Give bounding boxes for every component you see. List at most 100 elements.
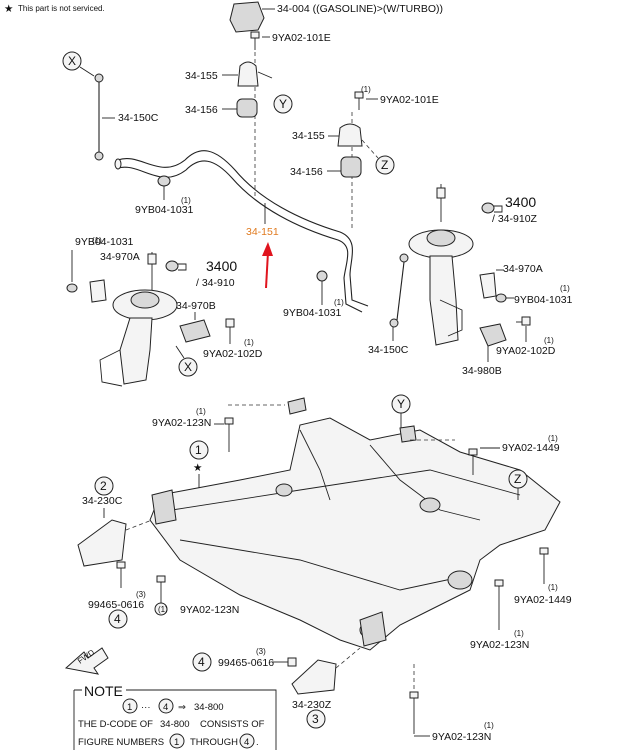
label-34-970a-a[interactable]: 34-970A <box>100 251 140 263</box>
label-9yb04-c[interactable]: 9YB04-1031 <box>514 294 573 306</box>
label-9ya02-123n-d-qty[interactable]: (1) <box>484 721 494 730</box>
note-target: 34-800 <box>194 702 224 713</box>
legend-text: This part is not serviced. <box>18 4 105 13</box>
label-9ya02-1449-b-qty[interactable]: (1) <box>548 583 558 592</box>
label-34-970b[interactable]: 34-970B <box>176 300 216 312</box>
label-9ya02-102d-b-qty[interactable]: (1) <box>544 336 554 345</box>
bracket-34-155-b[interactable] <box>337 123 363 147</box>
callout-x-mid <box>178 357 198 377</box>
label-34-156-b[interactable]: 34-156 <box>290 166 323 178</box>
bolt-9ya02-123n-c[interactable] <box>494 579 504 587</box>
bolt-9ya02-1449-b[interactable] <box>539 547 549 555</box>
label-9ya02-123n-d[interactable]: 9YA02-123N <box>432 731 491 743</box>
icon-3400-b <box>165 260 179 272</box>
strut-left-body[interactable] <box>119 317 153 385</box>
label-9ya02-101e-a[interactable]: 9YA02-101E <box>272 32 331 44</box>
label-9yb04-b-qty[interactable]: (1) <box>334 298 344 307</box>
label-99465-a-qty[interactable]: (3) <box>136 590 146 599</box>
label-34-155-b[interactable]: 34-155 <box>292 130 325 142</box>
label-34-150c-a[interactable]: 34-150C <box>118 112 159 124</box>
nut-9yb04-b[interactable] <box>316 270 328 282</box>
label-9ya02-101e-b[interactable]: 9YA02-101E <box>380 94 439 106</box>
note-line3b: THROUGH <box>190 737 238 748</box>
label-34-910z[interactable]: / 34-910Z <box>492 213 538 225</box>
label-9ya02-1449-a-qty[interactable]: (1) <box>548 434 558 443</box>
callout-y-mid-text: Y <box>397 397 405 411</box>
label-34-230z[interactable]: 34-230Z <box>292 699 332 711</box>
bolt-99465-a[interactable] <box>116 561 126 569</box>
callout-3-small-text: (1) <box>158 605 168 614</box>
label-34-156-a[interactable]: 34-156 <box>185 104 218 116</box>
label-34-980b[interactable]: 34-980B <box>462 365 502 377</box>
label-34-150c-b[interactable]: 34-150C <box>368 344 409 356</box>
callout-x-top-text: X <box>68 54 76 68</box>
nut-9yb04-d[interactable] <box>66 283 78 293</box>
cover-34-970b[interactable] <box>179 319 211 343</box>
link-nut-top[interactable] <box>94 73 104 83</box>
label-9ya02-123n-a-qty[interactable]: (1) <box>196 407 206 416</box>
label-34-230c[interactable]: 34-230C <box>82 495 123 507</box>
label-99465-b[interactable]: 99465-0616 <box>218 657 274 669</box>
stabilizer-bar-outer[interactable] <box>117 150 369 307</box>
note-c4: 4 <box>163 702 168 713</box>
label-9yb04-c-qty[interactable]: (1) <box>560 284 570 293</box>
note-range: ··· <box>141 702 151 713</box>
cover-34-980b[interactable] <box>479 323 507 347</box>
bracket-34-155-a[interactable] <box>237 61 259 87</box>
stabilizer-bar-inner <box>117 160 363 313</box>
label-9ya02-123n-c[interactable]: 9YA02-123N <box>470 639 529 651</box>
callout-y-top <box>273 94 293 114</box>
label-3400-b[interactable]: 3400 <box>206 258 237 274</box>
label-9ya02-102d-a[interactable]: 9YA02-102D <box>203 348 263 360</box>
nut-9yb04-a[interactable] <box>157 175 171 187</box>
front-crossmember[interactable] <box>149 417 561 651</box>
bolt-9ya02-1449-a[interactable] <box>468 448 478 456</box>
legend-star: ★ <box>4 3 14 15</box>
bushing-34-156-b[interactable] <box>340 156 362 178</box>
stabilizer-link-right[interactable] <box>396 261 405 321</box>
strut-right-body[interactable] <box>429 255 459 346</box>
note-line3a: FIGURE NUMBERS <box>78 737 164 748</box>
label-34-970a-b[interactable]: 34-970A <box>503 263 543 275</box>
cover-34-004[interactable] <box>229 1 265 33</box>
label-9ya02-123n-b[interactable]: 9YA02-123N <box>180 604 239 616</box>
callout-4a <box>108 609 128 629</box>
label-9ya02-1449-a[interactable]: 9YA02-1449 <box>502 442 560 454</box>
bushing-34-156-a[interactable] <box>236 98 258 118</box>
bolt-9ya02-101e-top[interactable] <box>250 31 260 39</box>
label-9ya02-123n-a[interactable]: 9YA02-123N <box>152 417 211 429</box>
label-99465-b-qty[interactable]: (3) <box>256 647 266 656</box>
label-9yb04-d[interactable]: 9YB04-1031 <box>75 236 134 248</box>
callout-3-bottom <box>306 709 326 729</box>
label-34-151[interactable]: 34-151 <box>246 226 279 238</box>
label-34-910[interactable]: / 34-910 <box>196 277 235 289</box>
label-9ya02-102d-a-qty[interactable]: (1) <box>244 338 254 347</box>
bolt-99465-b[interactable] <box>287 657 297 667</box>
callout-1-text: 1 <box>195 443 202 457</box>
bolt-9ya02-123n-a[interactable] <box>224 417 234 425</box>
bracket-34-970a-a[interactable] <box>89 279 107 303</box>
bracket-34-230z[interactable] <box>291 659 337 695</box>
bracket-34-230c[interactable] <box>77 519 127 567</box>
label-9yb04-a-qty[interactable]: (1) <box>181 196 191 205</box>
link-nut-bottom[interactable] <box>94 151 104 161</box>
label-99465-a[interactable]: 99465-0616 <box>88 599 144 611</box>
label-9yb04-a[interactable]: 9YB04-1031 <box>135 204 194 216</box>
bracket-34-970a-b[interactable] <box>479 272 497 299</box>
note-box <box>73 689 277 750</box>
callout-3-bottom-text: 3 <box>312 712 319 726</box>
label-9ya02-123n-c-qty[interactable]: (1) <box>514 629 524 638</box>
label-9ya02-102d-b[interactable]: 9YA02-102D <box>496 345 556 357</box>
label-9yb04-d-qty[interactable]: (1) <box>92 236 102 245</box>
label-9ya02-1449-b[interactable]: 9YA02-1449 <box>514 594 572 606</box>
bolt-9ya02-123n-d[interactable] <box>409 691 419 699</box>
label-34-155-a[interactable]: 34-155 <box>185 70 218 82</box>
note-line2a: THE D-CODE OF <box>78 719 153 730</box>
bolt-9ya02-123n-b[interactable] <box>156 575 166 583</box>
label-9yb04-b[interactable]: 9YB04-1031 <box>283 307 342 319</box>
label-9ya02-101e-b-qty[interactable]: (1) <box>361 85 371 94</box>
label-3400-a[interactable]: 3400 <box>505 194 536 210</box>
label-34-004[interactable]: 34-004 ((GASOLINE)>(W/TURBO)) <box>277 3 443 15</box>
bolt-9ya02-102d-a[interactable] <box>225 318 235 328</box>
